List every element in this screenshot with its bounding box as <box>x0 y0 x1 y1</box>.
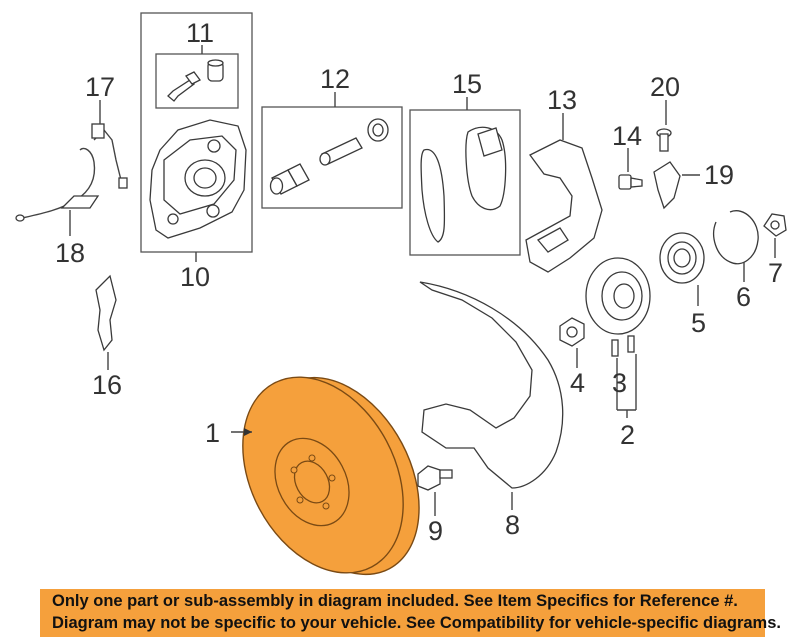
snap-ring-part <box>713 210 759 265</box>
callout-4: 4 <box>570 368 585 398</box>
callout-17: 17 <box>85 72 115 102</box>
caliper-bracket-part <box>525 139 603 273</box>
bleeder-screw-part <box>167 59 224 102</box>
callout-5: 5 <box>691 308 706 338</box>
callout-20: 20 <box>650 72 680 102</box>
wire-clip-part <box>60 195 100 209</box>
callout-3: 3 <box>612 368 627 398</box>
callout-1: 1 <box>205 418 220 448</box>
nut-part <box>763 213 787 237</box>
callout-14: 14 <box>612 121 642 151</box>
callout-8: 8 <box>505 510 520 540</box>
bracket-clip-part <box>653 161 681 210</box>
abs-sensor-wire-part <box>15 123 128 222</box>
disclaimer-line-1: Only one part or sub-assembly in diagram… <box>52 592 738 610</box>
callout-19: 19 <box>704 160 734 190</box>
bracket-bolt-part <box>618 174 643 190</box>
guide-pin-kit-part <box>269 118 389 195</box>
shield-bolt-part <box>417 465 453 491</box>
callout-6: 6 <box>736 282 751 312</box>
pin-kit-box <box>261 106 403 209</box>
splash-shield-part <box>419 281 564 489</box>
hub-nut-part <box>559 317 585 347</box>
screw-part <box>656 128 672 152</box>
wheel-bearing-part <box>659 232 705 284</box>
callout-11: 11 <box>186 18 214 48</box>
callout-13: 13 <box>547 85 577 115</box>
callout-9: 9 <box>428 516 443 546</box>
disclaimer-line-2: Diagram may not be specific to your vehi… <box>52 614 781 632</box>
leader-lines <box>69 45 776 516</box>
callout-12: 12 <box>320 64 350 94</box>
disclaimer-banner: Only one part or sub-assembly in diagram… <box>40 589 781 637</box>
callout-16: 16 <box>92 370 122 400</box>
wire-bracket-part <box>95 274 117 352</box>
callout-15: 15 <box>452 69 482 99</box>
callout-10: 10 <box>180 262 210 292</box>
callout-7: 7 <box>768 258 783 288</box>
pad-kit-box <box>409 109 521 256</box>
parts-diagram: 1 2 3 4 5 6 7 8 9 10 11 12 13 14 15 16 1… <box>15 12 787 576</box>
brake-pads-part <box>420 126 507 243</box>
callout-2: 2 <box>620 420 635 450</box>
callout-18: 18 <box>55 238 85 268</box>
hub-part <box>585 257 651 357</box>
caliper-part <box>149 119 247 239</box>
brake-rotor-part <box>242 376 420 576</box>
bleeder-kit-box <box>155 53 239 109</box>
